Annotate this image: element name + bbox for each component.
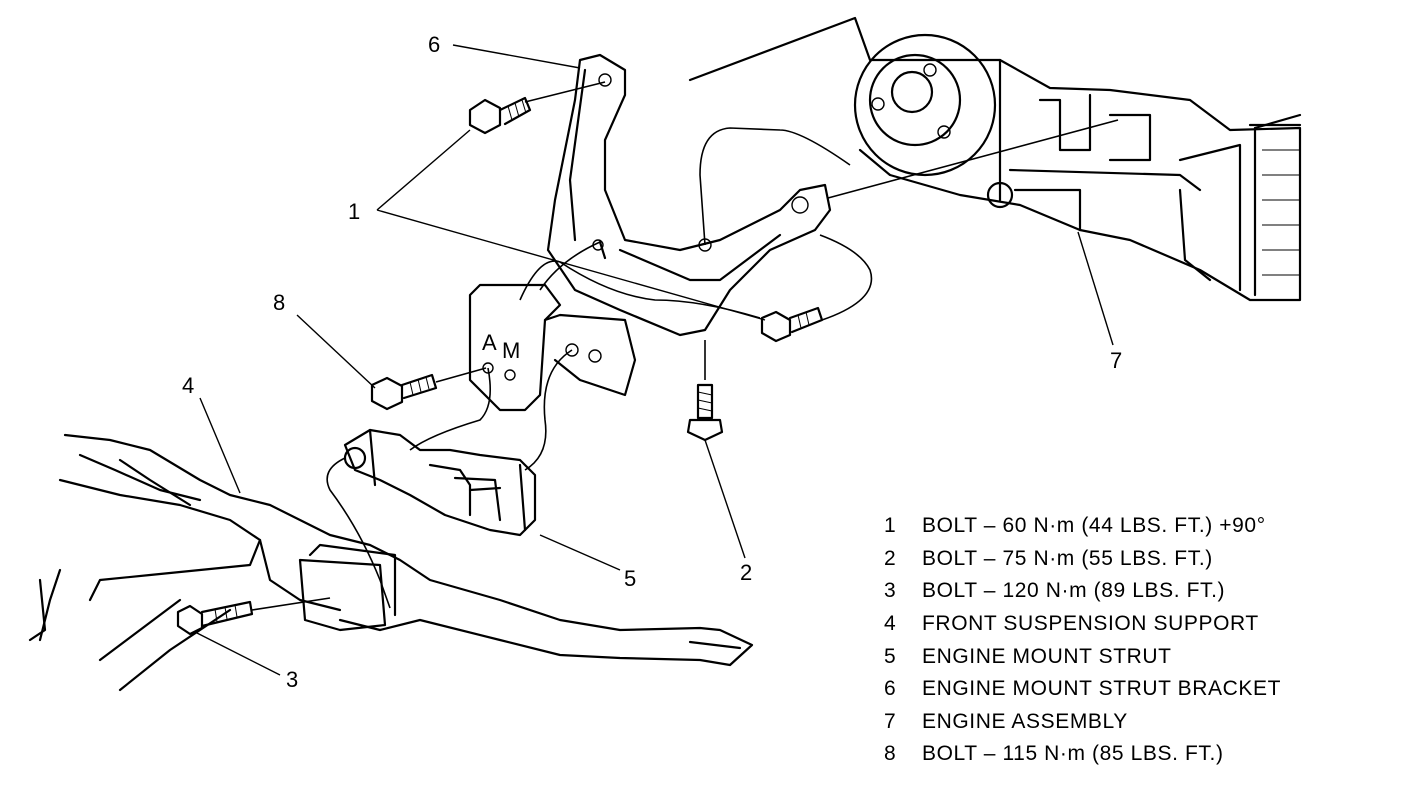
legend-text: BOLT – 60 N·m (44 LBS. FT.) +90° bbox=[922, 514, 1266, 538]
bracket-letter-m: M bbox=[502, 338, 520, 363]
bolt-8 bbox=[370, 373, 438, 411]
callout-4: 4 bbox=[182, 373, 194, 398]
legend-number: 1 bbox=[884, 514, 897, 538]
legend-text: ENGINE MOUNT STRUT bbox=[922, 644, 1172, 668]
leader-8 bbox=[296, 314, 376, 389]
engine-assembly bbox=[688, 16, 1302, 302]
legend-row: 6 ENGINE MOUNT STRUT BRACKET bbox=[884, 673, 1281, 706]
bolt-2 bbox=[686, 383, 724, 442]
legend-row: 2 BOLT – 75 N·m (55 LBS. FT.) bbox=[884, 543, 1281, 576]
legend-row: 5 ENGINE MOUNT STRUT bbox=[884, 640, 1281, 673]
bolt-1-lower bbox=[760, 306, 824, 343]
leader-2 bbox=[704, 439, 746, 559]
callout-2: 2 bbox=[740, 560, 752, 585]
leader-7 bbox=[1077, 231, 1114, 346]
lower-bracket: A M bbox=[468, 283, 637, 412]
legend-number: 8 bbox=[884, 742, 897, 766]
legend-row: 8 BOLT – 115 N·m (85 LBS. FT.) bbox=[884, 738, 1281, 771]
legend-text: BOLT – 75 N·m (55 LBS. FT.) bbox=[922, 546, 1213, 570]
front-suspension-support bbox=[28, 433, 754, 692]
leader-4 bbox=[199, 397, 241, 494]
legend-text: ENGINE ASSEMBLY bbox=[922, 709, 1128, 733]
callout-7: 7 bbox=[1110, 348, 1122, 373]
alignment-lines bbox=[251, 81, 1119, 611]
legend-row: 1 BOLT – 60 N·m (44 LBS. FT.) +90° bbox=[884, 510, 1281, 543]
legend-row: 4 FRONT SUSPENSION SUPPORT bbox=[884, 608, 1281, 641]
leader-3 bbox=[194, 631, 281, 676]
leader-1b bbox=[376, 209, 766, 321]
bolt-1-upper bbox=[468, 96, 532, 135]
legend-number: 3 bbox=[884, 579, 897, 603]
legend-number: 4 bbox=[884, 612, 897, 636]
legend-row: 3 BOLT – 120 N·m (89 LBS. FT.) bbox=[884, 575, 1281, 608]
legend-text: BOLT – 115 N·m (85 LBS. FT.) bbox=[922, 742, 1224, 766]
callout-1: 1 bbox=[348, 199, 360, 224]
bracket-letter-a: A bbox=[482, 330, 497, 355]
legend-row: 7 ENGINE ASSEMBLY bbox=[884, 706, 1281, 739]
callout-5: 5 bbox=[624, 566, 636, 591]
callout-3: 3 bbox=[286, 667, 298, 692]
leader-lines bbox=[194, 44, 1114, 676]
legend-number: 5 bbox=[884, 644, 897, 668]
legend-text: BOLT – 120 N·m (89 LBS. FT.) bbox=[922, 579, 1226, 603]
leader-6 bbox=[452, 44, 581, 69]
legend-text: FRONT SUSPENSION SUPPORT bbox=[922, 612, 1259, 636]
legend-number: 7 bbox=[884, 709, 897, 733]
callout-6: 6 bbox=[428, 32, 440, 57]
engine-mount-strut bbox=[343, 428, 537, 537]
legend-number: 6 bbox=[884, 677, 897, 701]
legend-number: 2 bbox=[884, 546, 897, 570]
leader-1a bbox=[376, 129, 471, 211]
engine-mount-strut-bracket bbox=[546, 53, 832, 337]
parts-legend: 1 BOLT – 60 N·m (44 LBS. FT.) +90° 2 BOL… bbox=[884, 510, 1281, 771]
leader-5 bbox=[539, 534, 621, 571]
bolt-3 bbox=[176, 600, 254, 636]
legend-text: ENGINE MOUNT STRUT BRACKET bbox=[922, 677, 1282, 701]
callout-8: 8 bbox=[273, 290, 285, 315]
